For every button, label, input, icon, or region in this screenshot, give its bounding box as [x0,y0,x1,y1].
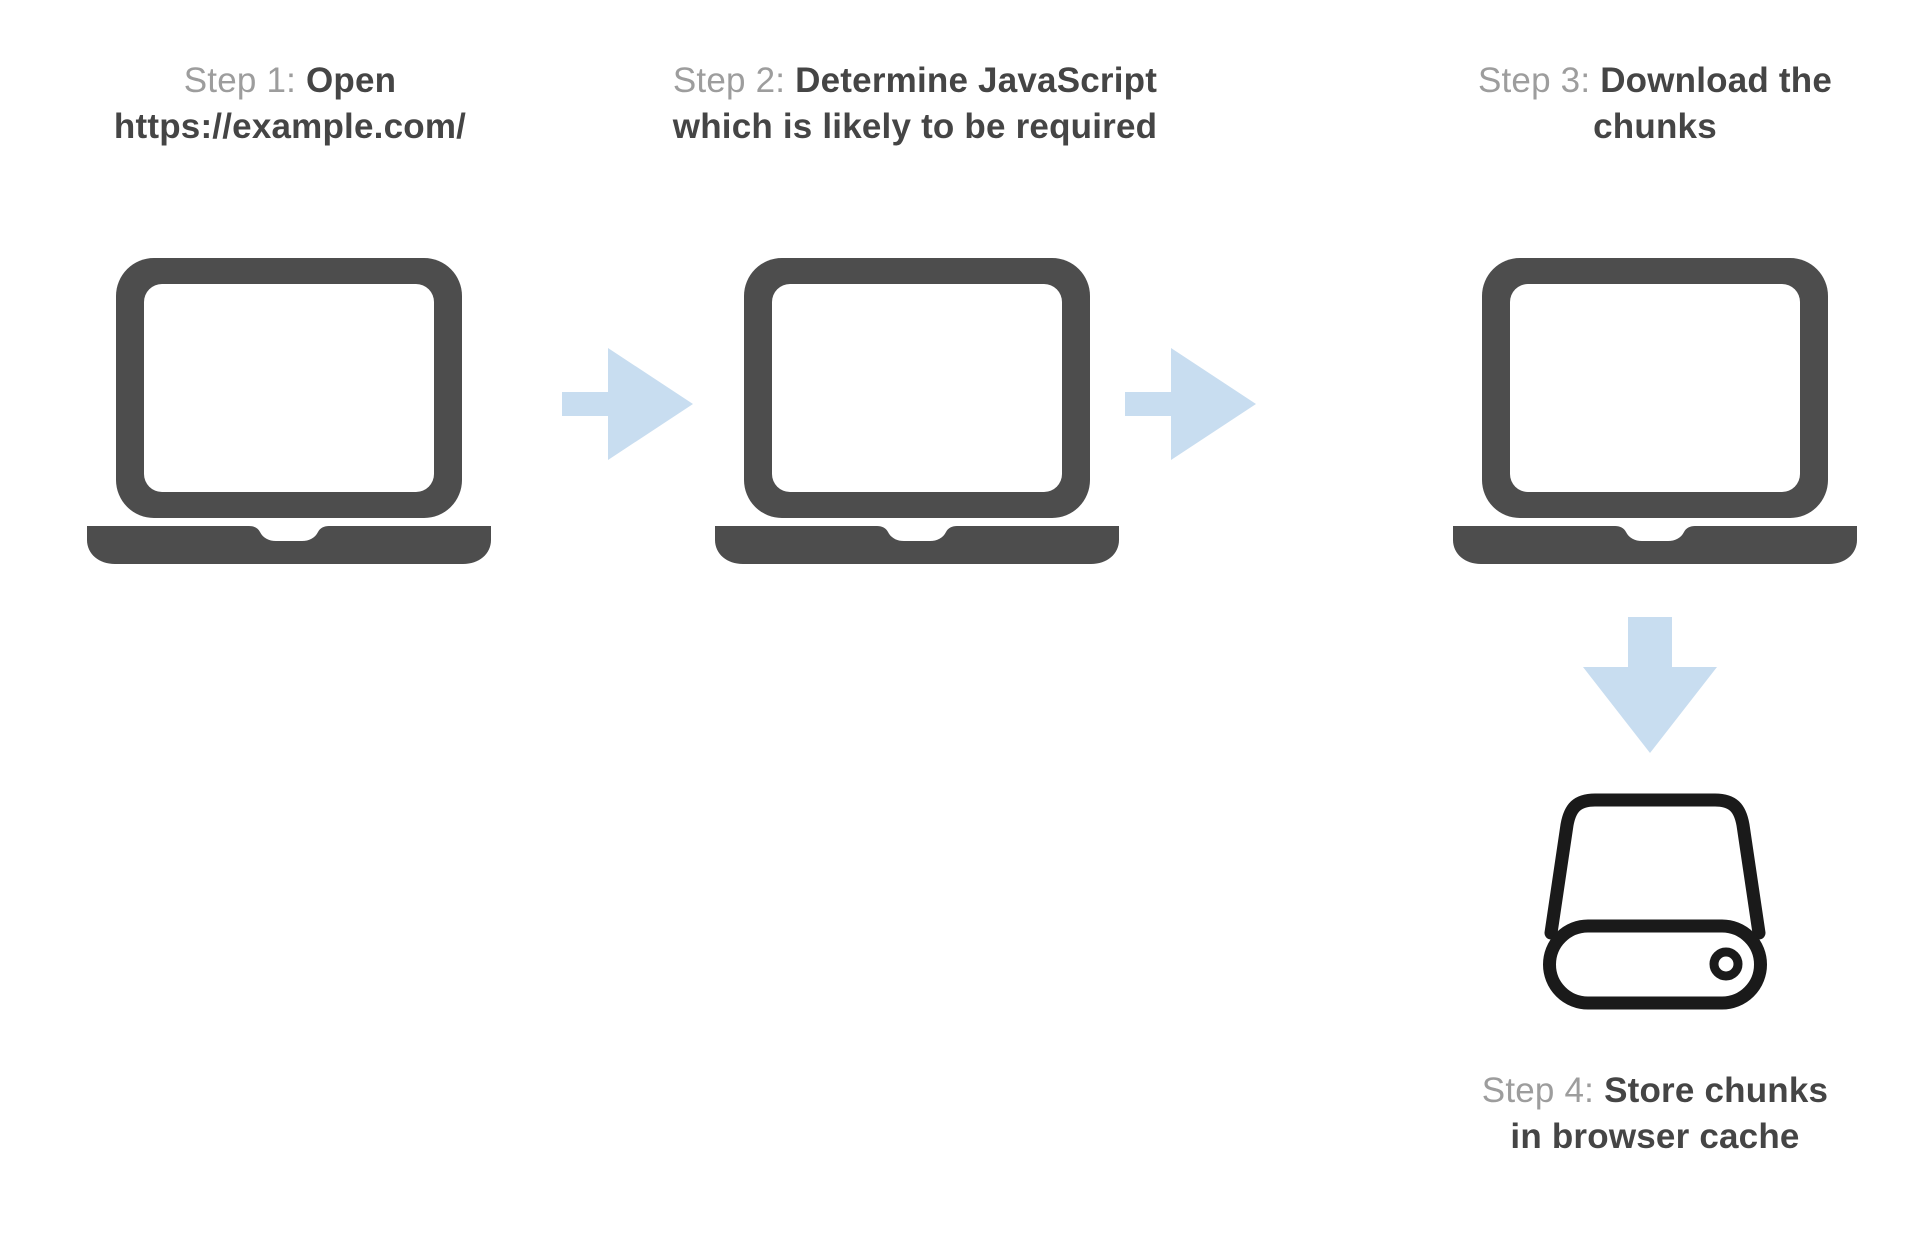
step-1-title-line-1: Open [306,61,397,100]
step-2-label: Step 2: Determine JavaScript which is li… [650,58,1180,150]
step-3-label: Step 3: Download the chunks [1392,58,1916,150]
step-1-label-line-2: https://example.com/ [20,104,560,150]
step-4-label: Step 4: Store chunks in browser cache [1392,1068,1916,1160]
step-4-label-line-2: in browser cache [1392,1114,1916,1160]
arrow-down-icon [1583,617,1717,753]
step-3-label-line-2: chunks [1392,104,1916,150]
step-4-title-line-1: Store chunks [1604,1071,1829,1110]
step-3-title-line-1: Download the [1600,61,1833,100]
step-1-label-line-1: Step 1: Open [20,58,560,104]
laptop-icon [87,258,491,564]
step-3-prefix: Step 3: [1477,61,1591,100]
hard-drive-icon [1543,793,1767,1010]
step-3-label-line-1: Step 3: Download the [1392,58,1916,104]
step-4-title-line-2: in browser cache [1510,1117,1800,1156]
step-2-title-line-2: which is likely to be required [672,107,1158,146]
step-2-label-line-1: Step 2: Determine JavaScript [650,58,1180,104]
laptop-icon [715,258,1119,564]
step-4-label-line-1: Step 4: Store chunks [1392,1068,1916,1114]
step-2-prefix: Step 2: [672,61,786,100]
step-4-prefix: Step 4: [1481,1071,1595,1110]
step-1-title-line-2: https://example.com/ [113,107,467,146]
step-1-label: Step 1: Open https://example.com/ [20,58,560,150]
step-1-prefix: Step 1: [183,61,297,100]
step-2-label-line-2: which is likely to be required [650,104,1180,150]
arrow-right-icon [1125,348,1256,460]
arrow-right-icon [562,348,693,460]
step-3-title-line-2: chunks [1593,107,1717,146]
step-2-title-line-1: Determine JavaScript [795,61,1158,100]
laptop-icon [1453,258,1857,564]
